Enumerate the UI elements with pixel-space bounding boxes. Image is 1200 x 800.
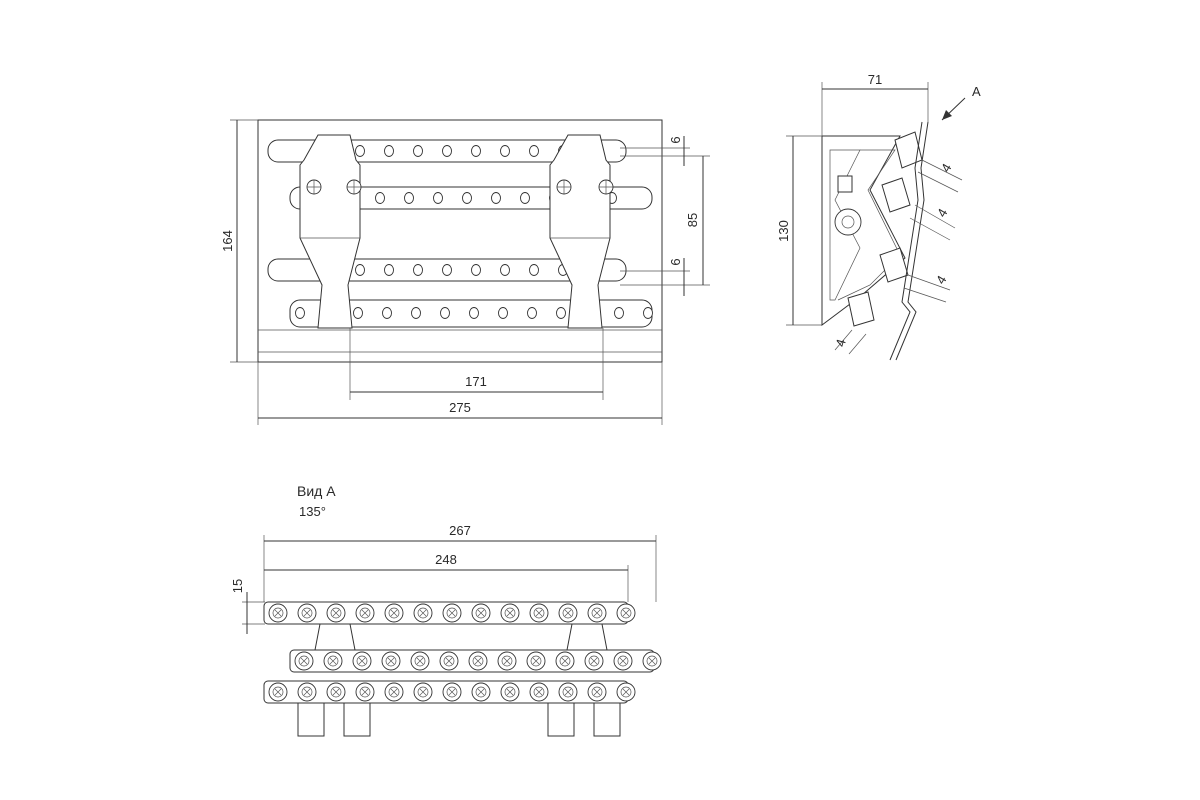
- busbar-hole: [471, 264, 481, 276]
- front-view: 164 171 275 85 6 6: [220, 119, 710, 425]
- view-arrow-label: A: [972, 84, 981, 99]
- dim-spacing-label: 85: [685, 213, 700, 227]
- busbar-hole: [471, 145, 481, 157]
- busbar-hole: [433, 192, 443, 204]
- dim-total-width-label: 275: [449, 400, 471, 415]
- busbar-hole: [500, 145, 510, 157]
- busbar-hole: [413, 264, 423, 276]
- busbar-hole: [556, 307, 566, 319]
- dim-side-width-label: 71: [868, 72, 882, 87]
- busbar-hole: [353, 307, 363, 319]
- busbar-hole: [413, 145, 423, 157]
- busbar-hole: [442, 145, 452, 157]
- busbar-hole: [529, 145, 539, 157]
- dim-bars-label: 248: [435, 552, 457, 567]
- dim-height-label: 164: [220, 230, 235, 252]
- busbar-hole: [442, 264, 452, 276]
- side-clamp-block: [837, 175, 853, 193]
- busbar-hole: [355, 145, 365, 157]
- dim-inner-width-label: 171: [465, 374, 487, 389]
- view-a-support-right: [566, 623, 608, 651]
- view-a-foot-3: [547, 702, 575, 737]
- busbar-hole: [295, 307, 305, 319]
- busbar-hole: [404, 192, 414, 204]
- busbar-hole: [520, 192, 530, 204]
- busbar-hole: [527, 307, 537, 319]
- dim-bottom-gap-label: 6: [668, 258, 683, 265]
- busbar-hole: [498, 307, 508, 319]
- dim-side-height-label: 130: [776, 220, 791, 242]
- busbar-hole: [643, 307, 653, 319]
- busbar-hole: [440, 307, 450, 319]
- view-a-screws: [268, 603, 662, 702]
- dim-bar-height-label: 15: [230, 579, 245, 593]
- dim-overall-label: 267: [449, 523, 471, 538]
- dim-top-gap-label: 6: [668, 136, 683, 143]
- view-a-support-left: [314, 623, 356, 651]
- view-a-foot-2: [343, 702, 371, 737]
- view-a-angle: 135°: [299, 504, 326, 519]
- view-a-title: Вид А: [297, 483, 336, 499]
- busbar-hole: [469, 307, 479, 319]
- view-a-foot-1: [297, 702, 325, 737]
- busbar-hole: [500, 264, 510, 276]
- side-cover-line: [889, 121, 923, 361]
- view-a-foot-4: [593, 702, 621, 737]
- busbar-hole: [462, 192, 472, 204]
- dim-offset-4: 4: [832, 337, 848, 348]
- side-busbar-2: [881, 177, 911, 213]
- view-arrow-head: [942, 110, 952, 120]
- side-view: 71 A 130 4 4 4 4: [776, 72, 981, 361]
- side-busbar-3: [879, 247, 909, 283]
- busbar-hole: [529, 264, 539, 276]
- busbar-hole: [411, 307, 421, 319]
- busbar-hole: [382, 307, 392, 319]
- busbar-hole: [384, 264, 394, 276]
- busbar-hole: [375, 192, 385, 204]
- side-busbar-4: [847, 291, 875, 327]
- busbar-hole: [614, 307, 624, 319]
- dim-offset-1: 4: [938, 161, 955, 175]
- side-profile-hole: [834, 208, 862, 236]
- busbar-hole: [491, 192, 501, 204]
- view-a: Вид А 135° 267 248 15: [230, 483, 662, 737]
- busbar-hole: [384, 145, 394, 157]
- busbar-hole: [355, 264, 365, 276]
